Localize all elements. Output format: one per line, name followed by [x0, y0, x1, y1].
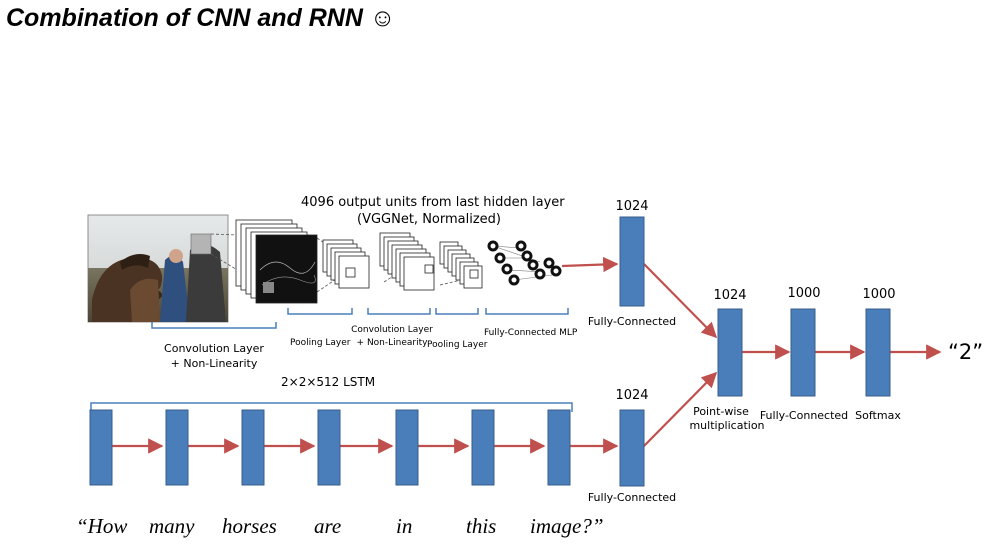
lstm-bracket [90, 402, 573, 412]
lstm-cell-3 [241, 409, 265, 486]
cnn-header-line2: (VGGNet, Normalized) [357, 212, 501, 227]
fc2-size: 1000 [787, 286, 821, 301]
question-word: horses [222, 514, 277, 538]
lstm-cell-6 [471, 409, 495, 486]
question-word: image?” [530, 514, 604, 538]
question-word: many [149, 514, 195, 538]
pool2-label: Pooling Layer [427, 340, 488, 350]
cnn-brackets [151, 308, 569, 329]
lstm-label: 2×2×512 LSTM [281, 375, 376, 389]
question-word: in [396, 514, 413, 538]
softmax-label: Softmax [855, 409, 901, 422]
cnn-header-line1: 4096 output units from last hidden layer [301, 195, 565, 210]
slide-title: Combination of CNN and RNN ☺ [6, 4, 396, 32]
cnn-fc-block [619, 216, 645, 307]
lstm-cell-2 [165, 409, 189, 486]
input-photo [87, 214, 229, 323]
softmax-block [865, 308, 891, 397]
question-word: “How [76, 514, 128, 538]
lstm-fc-block [619, 409, 645, 487]
conv1-label-line1: Convolution Layer [164, 342, 264, 355]
lstm-fc-label: Fully-Connected [587, 491, 677, 504]
fc-mlp-label: Fully-Connected MLP [484, 328, 578, 338]
pointwise-label-line1: Point-wise [693, 405, 749, 418]
pointwise-block [717, 308, 743, 397]
lstm-cell-4 [317, 409, 341, 486]
output-answer: “2” [948, 340, 984, 364]
mlp-neurons [487, 240, 562, 286]
lstm-cell-7 [547, 409, 571, 486]
question-word: this [466, 514, 497, 538]
feature-maps-pool1 [322, 239, 370, 289]
lstm-cell-5 [395, 409, 419, 486]
pointwise-label-line2: multiplication [689, 419, 765, 432]
conv2-label-line2: + Non-Linearity [356, 338, 428, 348]
fc2-block [790, 308, 816, 397]
cnn-fc-size: 1024 [615, 199, 649, 214]
feature-maps-conv2 [379, 232, 435, 291]
feature-maps-pool2 [439, 241, 483, 289]
lstm-cell-1 [89, 409, 113, 486]
lstm-fc-size: 1024 [615, 388, 649, 403]
pool1-label: Pooling Layer [290, 338, 351, 348]
conv2-label-line1: Convolution Layer [351, 325, 433, 335]
arrows [112, 256, 942, 454]
softmax-size: 1000 [862, 287, 896, 302]
question-word: are [314, 514, 342, 538]
pointwise-size: 1024 [713, 288, 747, 303]
conv1-label-line2: + Non-Linearity [170, 357, 258, 370]
fc2-label: Fully-Connected [759, 409, 849, 422]
feature-maps-conv1 [235, 219, 318, 304]
cnn-fc-label: Fully-Connected [587, 315, 677, 328]
